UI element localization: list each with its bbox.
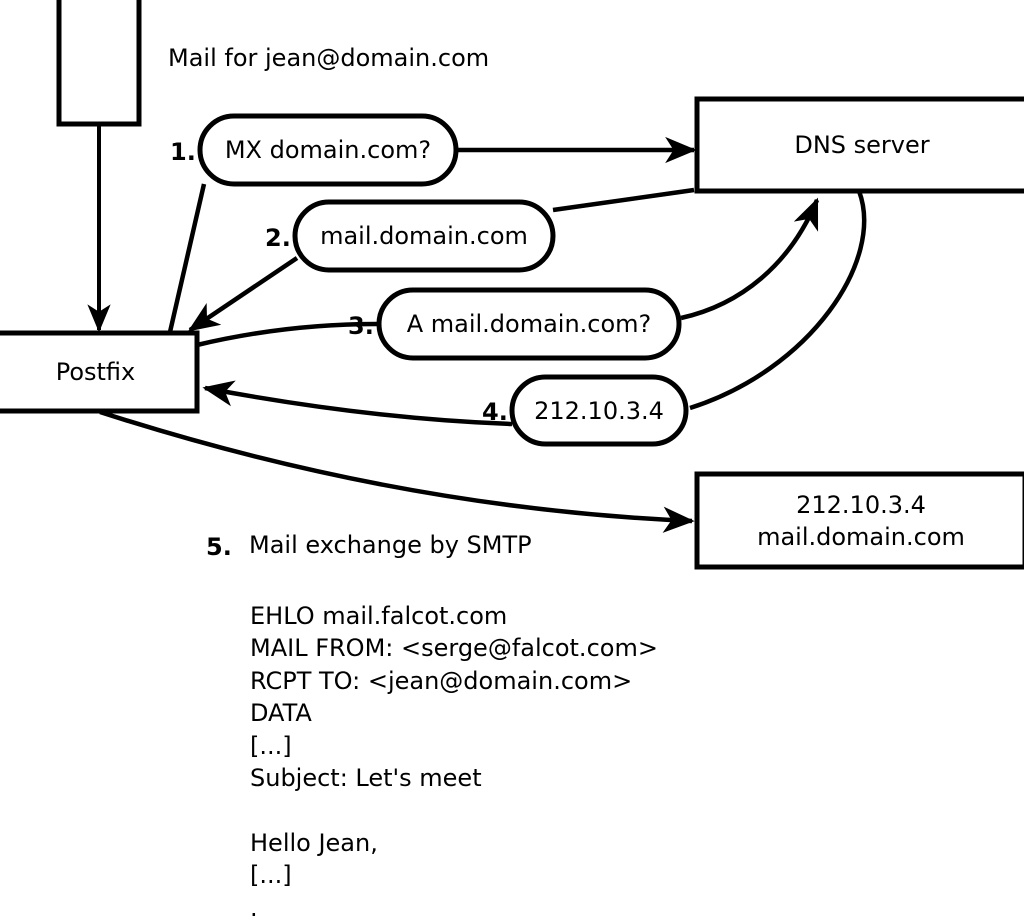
bubble-step2-text: mail.domain.com (320, 222, 528, 250)
dns-server-box (694, 96, 1024, 194)
bubble-step3-text: A mail.domain.com? (406, 310, 652, 338)
postfix-label: Postfix (55, 358, 136, 386)
step-number-4: 4. (482, 398, 508, 426)
edge-step2-head (187, 256, 299, 332)
step-number-1: 1. (170, 138, 196, 166)
step-number-3: 3. (348, 312, 374, 340)
edge-step4-head (202, 380, 513, 427)
edge-step5-smtp (99, 409, 695, 533)
edge-step4-tail (689, 190, 867, 411)
dns-server-label: DNS server (794, 131, 930, 159)
postfix-box (0, 330, 200, 414)
edge-step3-tail (196, 321, 378, 348)
step-number-5: 5. (206, 533, 232, 561)
mail-server-hostname: mail.domain.com (757, 522, 965, 551)
bubble-step3 (376, 287, 682, 361)
sender-host-box (56, 0, 142, 127)
edge-step3-head (680, 197, 820, 321)
step5-caption: Mail exchange by SMTP (249, 531, 532, 559)
edge-step2-tail (552, 187, 695, 213)
step-number-2: 2. (265, 224, 291, 252)
mail-server-ip: 212.10.3.4 (796, 490, 926, 519)
mail-for-note: Mail for jean@domain.com (168, 44, 490, 72)
mail-server-box (694, 471, 1024, 570)
smtp-transcript: EHLO mail.falcot.com MAIL FROM: <serge@f… (250, 602, 658, 919)
bubble-step4 (509, 374, 689, 447)
bubble-step4-text: 212.10.3.4 (534, 396, 664, 425)
bubble-step1 (197, 113, 459, 187)
mail-server-label: 212.10.3.4 mail.domain.com (697, 474, 1024, 567)
edge-step1-tail (167, 183, 207, 333)
bubble-step1-text: MX domain.com? (224, 136, 432, 164)
bubble-step2 (292, 199, 556, 273)
